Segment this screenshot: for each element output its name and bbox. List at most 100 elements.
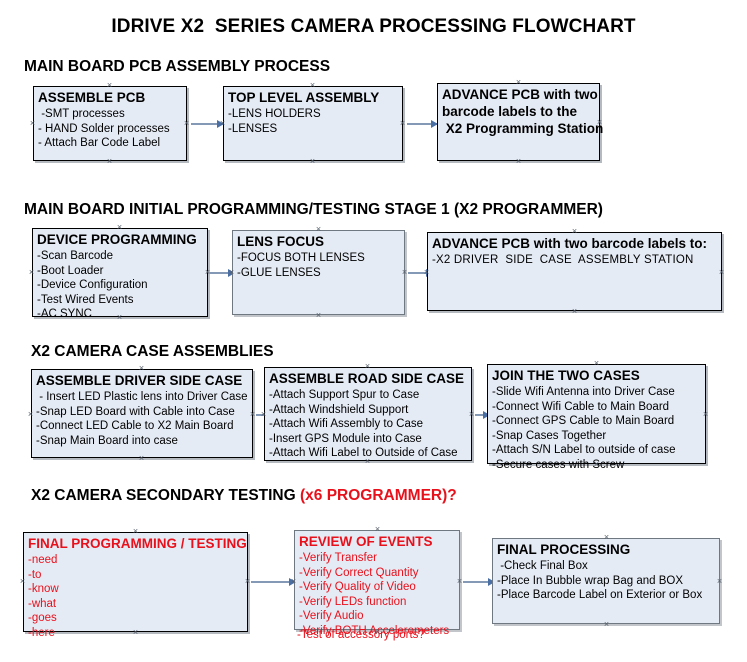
flow-box-line: -AC SYNC [37,308,92,320]
connection-handle-bottom[interactable] [309,158,316,165]
flow-box-line: -Verify Correct Quantity [299,566,419,579]
flow-box-line: - HAND Solder processes [38,122,170,135]
connection-handle-top[interactable] [106,82,113,89]
connection-handle-right[interactable] [596,119,603,126]
flow-box-line: -Attach Windshield Support [269,403,409,416]
flow-box-header: ASSEMBLE ROAD SIDE CASE [269,371,465,386]
connection-handle-left[interactable] [228,269,235,276]
flow-box-overflow-line: -Test of accessory ports? [297,629,425,641]
section-heading-1-text: MAIN BOARD PCB ASSEMBLY PROCESS [24,58,331,75]
connection-handle-top[interactable] [315,226,322,233]
connection-handle-top[interactable] [138,365,145,372]
connection-handle-bottom[interactable] [106,158,113,165]
connection-handle-right[interactable] [718,269,725,276]
connection-handle-bottom[interactable] [364,458,371,465]
connection-handle-bottom[interactable] [571,308,578,315]
connection-handle-right[interactable] [468,411,475,418]
flow-box-header: LENS FOCUS [237,234,325,249]
connection-handle-top[interactable] [374,526,381,533]
connection-handle-bottom[interactable] [132,629,139,636]
flow-box-review-of-events[interactable]: REVIEW OF EVENTS -Verify Transfer -Verif… [294,530,460,637]
flow-box-line: -need [28,554,58,566]
flow-box-assemble-pcb[interactable]: ASSEMBLE PCB -SMT processes - HAND Solde… [33,86,187,161]
section-heading-3: X2 CAMERA CASE ASSEMBLIES [31,343,274,361]
flow-box-device-programming[interactable]: DEVICE PROGRAMMING -Scan Barcode -Boot L… [32,228,208,320]
flow-box-line: -Check Final Box [497,560,588,572]
flow-box-line: barcode labels to the [442,104,578,119]
connection-handle-right[interactable] [702,411,709,418]
connection-handle-left[interactable] [28,269,35,276]
flow-box-join-the-two-cases[interactable]: JOIN THE TWO CASES -Slide Wifi Antenna i… [487,364,706,471]
flow-box-line: -Test Wired Events [37,293,134,306]
connection-handle-left[interactable] [27,411,34,418]
flow-box-line: -Insert GPS Module into Case [269,432,422,445]
flow-box-header: JOIN THE TWO CASES [492,368,640,383]
connection-handle-top[interactable] [603,534,610,541]
connection-handle-bottom[interactable] [515,158,522,165]
flow-box-line: -Snap Cases Together [492,429,607,442]
connection-handle-bottom[interactable] [374,629,381,636]
connection-handle-top[interactable] [309,82,316,89]
flow-box-top-level-assembly[interactable]: TOP LEVEL ASSEMBLY -LENS HOLDERS -LENSES [223,86,403,161]
flow-box-line: -Verify LEDs function [299,595,407,608]
flow-box-header: ASSEMBLE DRIVER SIDE CASE [36,373,243,388]
flow-box-lens-focus[interactable]: LENS FOCUS -FOCUS BOTH LENSES -GLUE LENS… [232,230,405,315]
connection-handle-right[interactable] [244,578,251,585]
connection-handle-top[interactable] [116,224,123,231]
flow-box-header: DEVICE PROGRAMMING [37,232,197,247]
section-heading-2: MAIN BOARD INITIAL PROGRAMMING/TESTING S… [24,201,603,219]
connection-handle-left[interactable] [19,578,26,585]
flow-box-line: -Scan Barcode [37,250,114,262]
connection-handle-right[interactable] [716,578,723,585]
flow-box-final-processing[interactable]: FINAL PROCESSING -Check Final Box -Place… [492,538,720,624]
connection-handle-left[interactable] [219,120,226,127]
flow-box-assemble-driver-side-case[interactable]: ASSEMBLE DRIVER SIDE CASE - Insert LED P… [31,369,253,458]
connection-handle-top[interactable] [132,528,139,535]
flow-box-line: -FOCUS BOTH LENSES [237,252,365,264]
flow-box-final-programming-testing[interactable]: FINAL PROGRAMMING / TESTING -need -to -k… [23,532,248,639]
flow-box-header: ADVANCE PCB with two [442,87,598,102]
connection-handle-top[interactable] [515,79,522,86]
connection-handle-top[interactable] [364,363,371,370]
connection-handle-right[interactable] [456,578,463,585]
connection-handle-bottom[interactable] [603,621,610,628]
connection-handle-top[interactable] [571,228,578,235]
flow-box-line: -Boot Loader [37,264,104,277]
section-heading-4: X2 CAMERA SECONDARY TESTING (x6 PROGRAMM… [31,487,457,505]
connection-handle-top[interactable] [593,360,600,367]
flow-box-advance-pcb-programming-station[interactable]: ADVANCE PCB with two barcode labels to t… [437,83,604,161]
flow-box-line: -SMT processes [38,108,125,120]
connection-handle-right[interactable] [399,120,406,127]
connection-handle-bottom[interactable] [116,314,123,321]
connection-handle-right[interactable] [401,269,408,276]
flow-box-line: -what [28,597,57,610]
flow-box-line: -Attach S/N Label to outside of case [492,444,676,456]
section-heading-2-text: MAIN BOARD INITIAL PROGRAMMING/TESTING S… [24,201,603,218]
connection-handle-bottom[interactable] [138,455,145,462]
flow-box-line: -goes [28,612,57,624]
flow-box-line: -Attach Wifi Assembly to Case [269,418,424,430]
connection-handle-left[interactable] [423,269,430,276]
flow-box-header: REVIEW OF EVENTS [299,534,433,549]
connection-handle-bottom[interactable] [593,461,600,468]
flow-box-line: -Connect LED Cable to X2 Main Board [36,420,234,432]
flow-box-line: -Connect GPS Cable to Main Board [492,415,675,427]
flow-box-line: -LENS HOLDERS [228,108,321,120]
flow-box-line: X2 Programming Station [442,121,604,136]
flow-box-line: -know [28,583,59,595]
connection-handle-left[interactable] [260,411,267,418]
flow-box-header: FINAL PROGRAMMING / TESTING [28,536,247,551]
connection-handle-right[interactable] [183,120,190,127]
flow-box-line: -to [28,568,42,581]
connection-handle-left[interactable] [290,578,297,585]
flow-box-line: -here [28,626,55,639]
arrow-top-level-to-advance-pcb [407,120,438,128]
connection-handle-bottom[interactable] [315,312,322,319]
flow-box-line: -Place In Bubble wrap Bag and BOX [497,574,684,587]
flow-box-advance-pcb-driver-side-station[interactable]: ADVANCE PCB with two barcode labels to: … [427,232,722,311]
flow-box-header: TOP LEVEL ASSEMBLY [228,90,380,105]
flow-box-line: -Snap Main Board into case [36,434,178,447]
connection-handle-left[interactable] [29,120,36,127]
flow-box-assemble-road-side-case[interactable]: ASSEMBLE ROAD SIDE CASE -Attach Support … [264,367,472,461]
connection-handle-right[interactable] [249,411,256,418]
